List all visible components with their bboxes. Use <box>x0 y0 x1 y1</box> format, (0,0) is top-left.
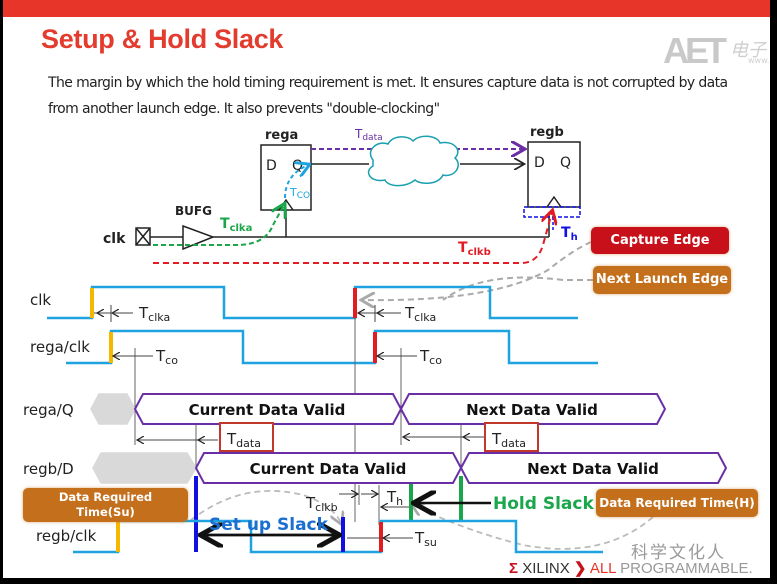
data-required-su-line2: Time(Su) <box>76 505 135 519</box>
data-required-su-line1: Data Required <box>58 490 153 504</box>
circuit: clk BUFG rega D Q TCO Tclka <box>103 125 581 264</box>
next-launch-edge-callout: Next Launch Edge <box>593 266 731 294</box>
rega-d-pin: D <box>266 158 277 174</box>
xilinx-brand: XILINX <box>522 560 570 577</box>
tclka-annotation-2: Tclka <box>404 304 436 324</box>
aet-logo: AET <box>663 30 727 71</box>
waveforms: clk rega/clk rega/Q regb/D regb/clk Tclk… <box>23 285 728 554</box>
regb-d-next-bus <box>459 452 728 484</box>
title-bar <box>3 0 770 17</box>
circuit-tco-label: TCO <box>289 186 310 201</box>
tdata-annotation-2: Tdata <box>491 430 526 450</box>
tdata-annotation-1: Tdata <box>226 430 261 450</box>
slide-title: Setup & Hold Slack <box>41 24 284 54</box>
aet-logo-cn: 电子 <box>730 40 766 61</box>
footer-all: ALL <box>589 560 616 577</box>
rega-q-next-label: Next Data Valid <box>466 401 598 419</box>
slide-description: The margin by which the hold timing requ… <box>48 75 728 117</box>
regb-clock-pin-icon <box>546 195 562 208</box>
timing-diagram: clk BUFG rega D Q TCO Tclka <box>23 125 728 554</box>
tsu-annotation: Tsu <box>414 529 437 549</box>
circuit-th-label: Th <box>561 225 578 243</box>
regb-d-pin: D <box>534 155 545 171</box>
th-annotation: Th <box>386 488 403 508</box>
regb-clk-waveform <box>73 519 603 554</box>
watermark: 科学文化人 <box>631 543 726 563</box>
circuit-tclka-label: Tclka <box>220 216 252 234</box>
tco-annotation-2: Tco <box>419 347 442 367</box>
hold-slack-label: Hold Slack <box>493 494 594 514</box>
tclka-annotation-1: Tclka <box>138 304 170 324</box>
tco-annotation-1: Tco <box>155 347 178 367</box>
rega-flipflop <box>260 144 312 211</box>
capture-edge-callout: Capture Edge <box>591 227 729 254</box>
rega-clk-waveform <box>66 329 598 365</box>
signal-label-regb-d: regb/D <box>23 460 74 478</box>
bufg-buffer-icon <box>182 224 216 251</box>
slide: Setup & Hold Slack AET 电子 www. The margi… <box>3 0 770 578</box>
bufg-label: BUFG <box>175 204 212 218</box>
tdata-box-1 <box>219 422 274 452</box>
clk-port-label: clk <box>103 231 126 247</box>
data-required-time-su-callout: Data Required Time(Su) <box>23 488 188 522</box>
footer-programmable: PROGRAMMABLE. <box>615 560 753 577</box>
regb-d-next-label: Next Data Valid <box>527 460 659 478</box>
signal-label-clk: clk <box>30 291 51 309</box>
signal-label-rega-q: rega/Q <box>23 401 74 419</box>
tclkb-annotation: Tclkb <box>305 494 338 514</box>
aet-logo-www: www. <box>748 56 770 65</box>
regb-d-current-label: Current Data Valid <box>250 460 407 478</box>
tdata-box-2 <box>484 422 539 452</box>
signal-label-rega-clk: rega/clk <box>30 338 90 356</box>
logic-cloud-icon <box>367 135 459 187</box>
regb-label: regb <box>530 125 564 140</box>
regb-q-pin: Q <box>560 155 571 171</box>
rega-q-invalid <box>90 393 136 425</box>
setup-slack-label: Set up Slack <box>209 515 329 535</box>
regb-d-invalid <box>92 452 197 484</box>
signal-label-regb-clk: regb/clk <box>36 527 97 545</box>
rega-label: rega <box>265 128 298 143</box>
rega-q-next-bus <box>399 393 667 425</box>
circuit-tdata-label: Tdata <box>354 127 383 143</box>
circuit-tclkb-label: Tclkb <box>458 240 491 258</box>
chevron-right-icon: ❯ <box>573 560 587 577</box>
rega-q-current-label: Current Data Valid <box>189 401 346 419</box>
clk-port-icon <box>135 227 151 246</box>
data-required-time-h-callout: Data Required Time(H) <box>596 489 758 517</box>
xilinx-logo-icon: Σ <box>509 560 519 577</box>
xilinx-footer: Σ XILINX ❯ ALL PROGRAMMABLE. <box>509 559 753 577</box>
